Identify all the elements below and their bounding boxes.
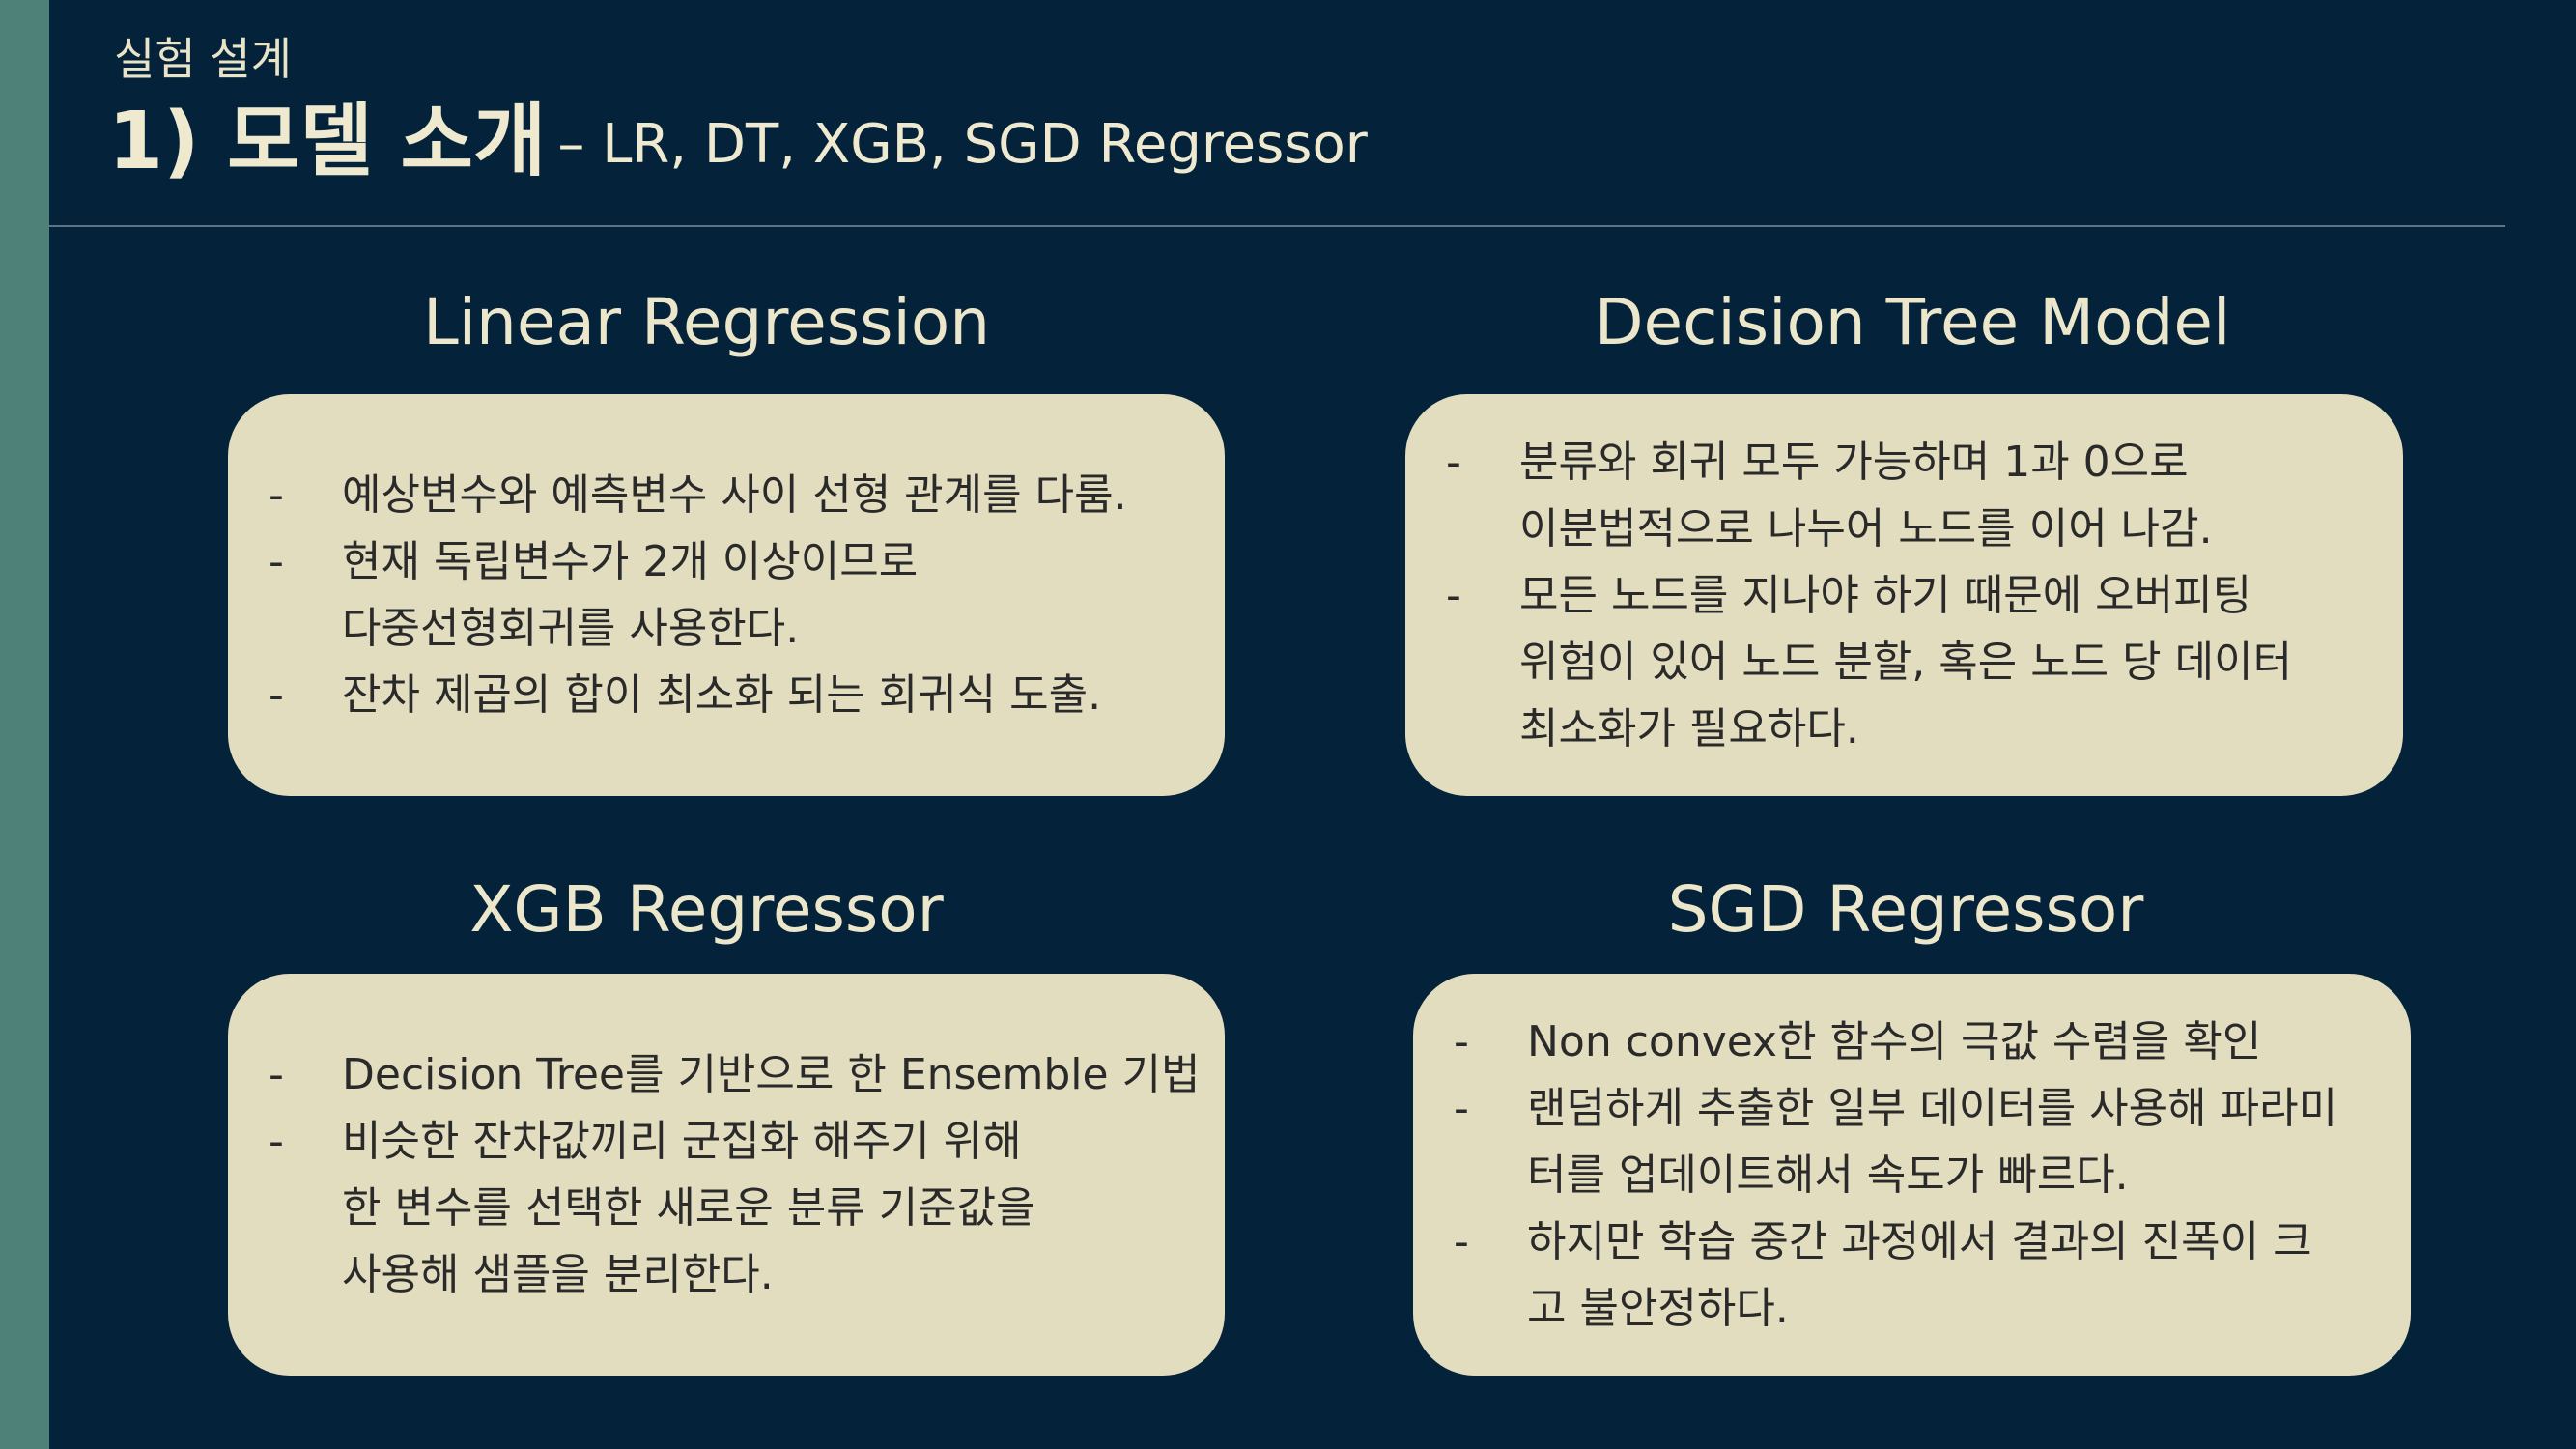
left-accent-bar [0,0,49,1449]
section-subtitle: 실험 설계 [114,33,292,85]
item-line: 고 불안정하다. [1527,1283,1789,1333]
item-line: Decision Tree를 기반으로 한 Ensemble 기법 [342,1050,1201,1099]
item-line: 하지만 학습 중간 과정에서 결과의 진폭이 크 [1527,1216,2312,1266]
page-title: 1) 모델 소개– LR, DT, XGB, SGD Regressor [108,95,1368,189]
item-line: 최소화가 필요하다. [1519,703,1859,753]
item-line: 한 변수를 선택한 새로운 분류 기준값을 [342,1183,1035,1233]
card-xgb-regressor: Decision Tree를 기반으로 한 Ensemble 기법 비슷한 잔차… [228,974,1225,1376]
list-item: Decision Tree를 기반으로 한 Ensemble 기법 [269,1041,1201,1108]
header-divider [49,225,2505,227]
item-line: 잔차 제곱의 합이 최소화 되는 회귀식 도출. [342,670,1102,720]
item-line: 비슷한 잔차값끼리 군집화 해주기 위해 [342,1117,1022,1166]
panel-title-sgd-regressor: SGD Regressor [1667,872,2144,947]
item-line: 랜덤하게 추출한 일부 데이터를 사용해 파라미 [1527,1083,2338,1133]
item-line: 위험이 있어 노드 분할, 혹은 노드 당 데이터 [1519,637,2293,687]
panel-title-xgb-regressor: XGB Regressor [469,872,944,947]
item-line: 분류와 회귀 모두 가능하며 1과 0으로 [1519,437,2189,487]
item-line: 사용해 샘플을 분리한다. [342,1250,774,1299]
item-line: 예상변수와 예측변수 사이 선형 관계를 다룸. [342,470,1127,520]
item-line: 다중선형회귀를 사용한다. [342,604,800,653]
bullet-list: Decision Tree를 기반으로 한 Ensemble 기법 비슷한 잔차… [269,1041,1201,1308]
bullet-list: Non convex한 함수의 극값 수렴을 확인 랜덤하게 추출한 일부 데이… [1454,1009,2376,1342]
item-line: 현재 독립변수가 2개 이상이므로 [342,537,919,586]
list-item: 예상변수와 예측변수 사이 선형 관계를 다룸. [269,462,1190,528]
item-line: 터를 업데이트해서 속도가 빠르다. [1527,1150,2129,1200]
list-item: 하지만 학습 중간 과정에서 결과의 진폭이 크고 불안정하다. [1454,1208,2376,1342]
card-sgd-regressor: Non convex한 함수의 극값 수렴을 확인 랜덤하게 추출한 일부 데이… [1413,974,2411,1376]
list-item: Non convex한 함수의 극값 수렴을 확인 [1454,1009,2376,1075]
bullet-list: 예상변수와 예측변수 사이 선형 관계를 다룸. 현재 독립변수가 2개 이상이… [269,462,1190,728]
panel-title-linear-regression: Linear Regression [422,285,991,359]
card-linear-regression: 예상변수와 예측변수 사이 선형 관계를 다룸. 현재 독립변수가 2개 이상이… [228,394,1225,796]
panel-title-decision-tree: Decision Tree Model [1594,285,2231,359]
list-item: 비슷한 잔차값끼리 군집화 해주기 위해한 변수를 선택한 새로운 분류 기준값… [269,1108,1190,1308]
page-title-models: – LR, DT, XGB, SGD Regressor [557,113,1368,176]
item-line: 모든 노드를 지나야 하기 때문에 오버피팅 [1519,570,2252,620]
item-line: Non convex한 함수의 극값 수렴을 확인 [1527,1016,2262,1066]
item-line: 이분법적으로 나누어 노드를 이어 나감. [1519,503,2213,554]
page-title-main: 1) 모델 소개 [108,96,547,187]
list-item: 잔차 제곱의 합이 최소화 되는 회귀식 도출. [269,662,1190,728]
